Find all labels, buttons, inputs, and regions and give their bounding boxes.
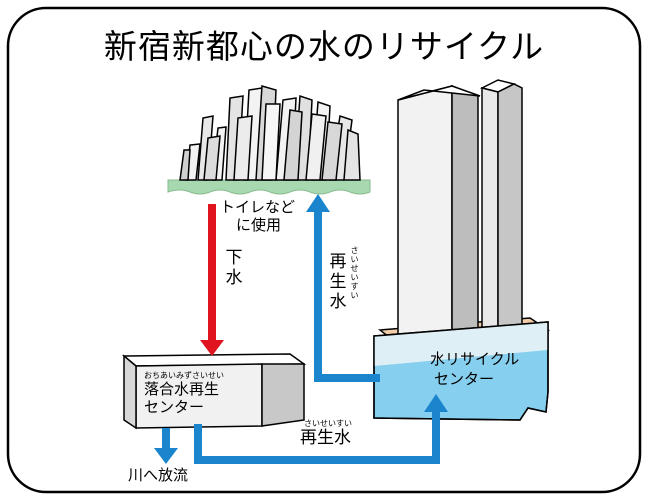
ruby-char: い [350, 255, 359, 264]
label-toilet-line2: に使用 [236, 216, 282, 234]
ruby-char: す [350, 282, 359, 291]
label-recycled-vertical-ruby: さ い せ い す い [350, 246, 359, 300]
label-river: 川へ放流 [128, 466, 189, 484]
label-recycle-center-line2: センター [434, 370, 495, 388]
label-recycled-bottom: 再生水 [300, 428, 351, 448]
recycled-arrow-bottom [194, 408, 440, 464]
ochiai-center-box [121, 353, 307, 430]
label-ochiai-ruby: おちあいみずさいせい [144, 371, 224, 380]
label-ochiai-line1: 落合水再生 [144, 380, 220, 398]
skyscraper-cluster [167, 85, 371, 195]
ruby-char: い [350, 291, 359, 300]
label-recycled-char1: 再 [329, 252, 347, 272]
label-recycled-char2: 生 [329, 272, 347, 292]
label-sewage-char2: 水 [225, 268, 243, 288]
water-recycle-tank [373, 321, 549, 421]
ruby-char: さ [350, 246, 359, 255]
label-sewage-char1: 下 [225, 248, 243, 268]
ruby-char: い [350, 273, 359, 282]
page-title: 新宿新都心の水のリサイクル [103, 27, 545, 66]
label-ochiai-line2: センター [144, 398, 205, 416]
label-recycle-center-line1: 水リサイクル [430, 350, 520, 368]
label-sewage: 下 水 [224, 248, 244, 288]
label-toilet-line1: トイレなど [220, 198, 296, 216]
ruby-char: せ [350, 264, 359, 273]
label-recycled-bottom-ruby: さいせいすい [304, 419, 352, 428]
label-recycled-vertical: 再 生 水 [328, 252, 348, 312]
ground-strip [167, 179, 371, 195]
recycled-arrow-up [314, 206, 380, 382]
label-recycled-char3: 水 [329, 292, 347, 312]
